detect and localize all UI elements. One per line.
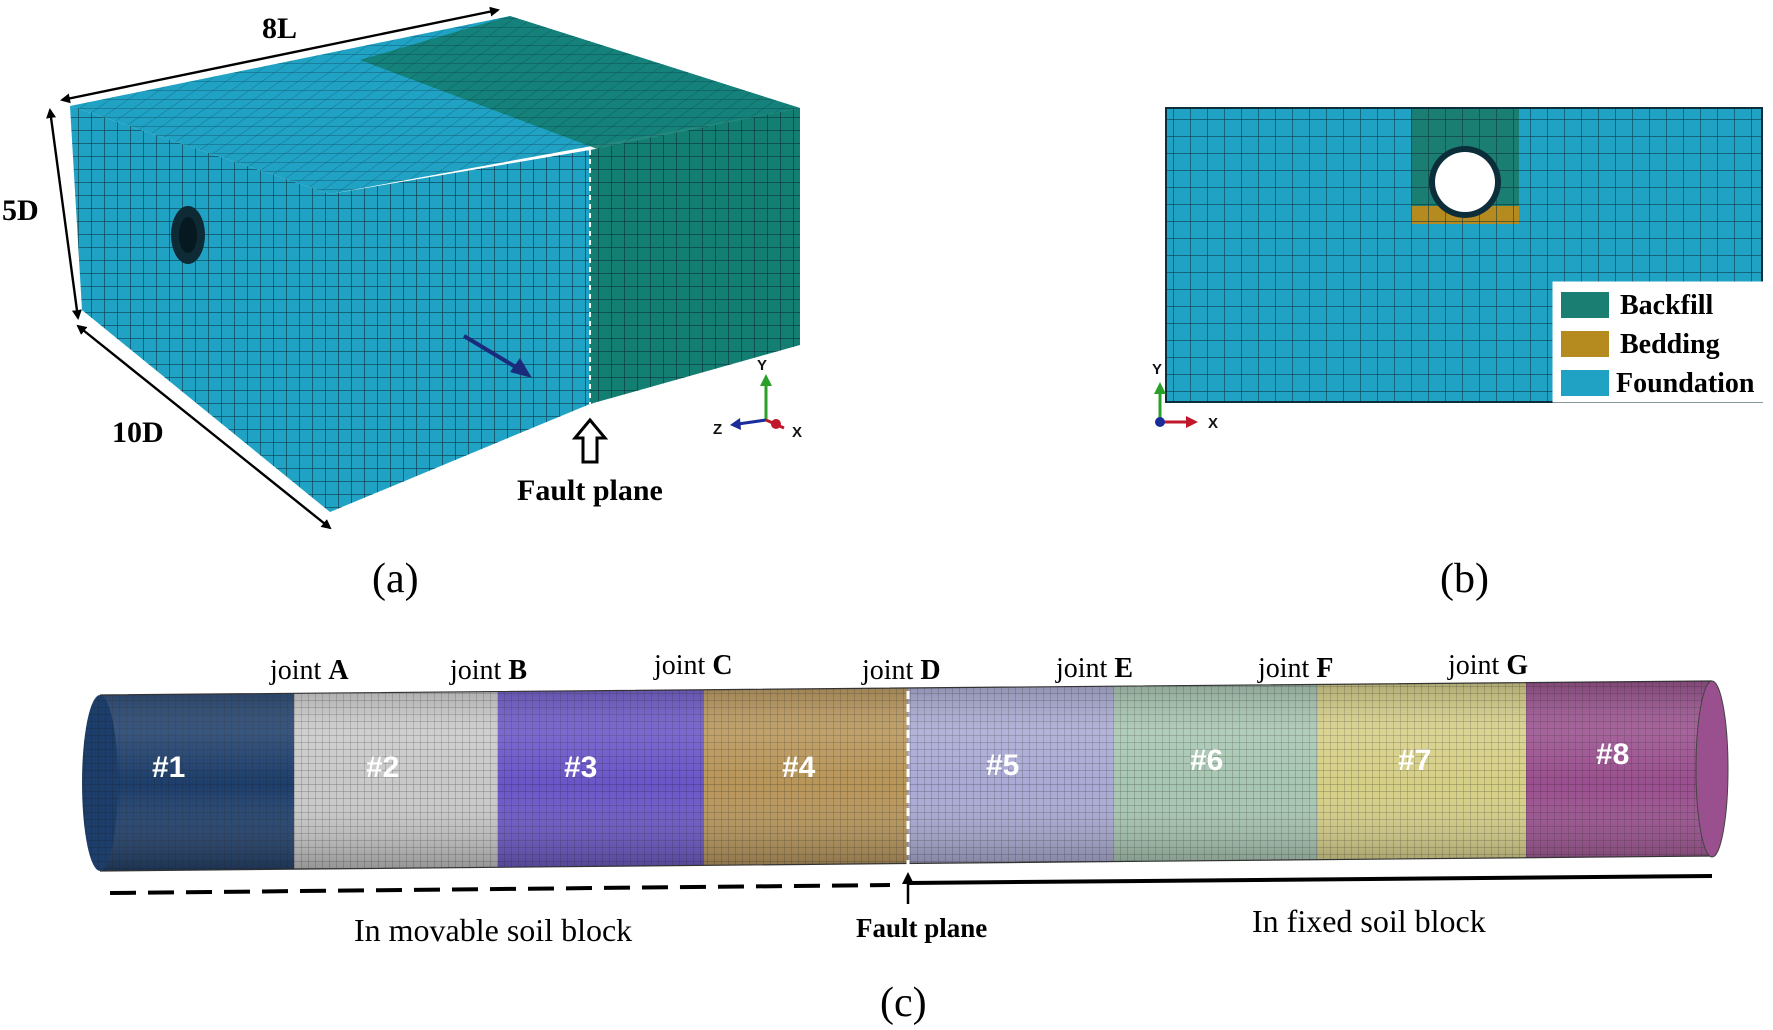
joint-label-e: joint E — [1055, 653, 1133, 684]
axis-a-x: X — [792, 424, 802, 441]
segment-label-4: #4 — [782, 751, 816, 784]
svg-text:joint G: joint G — [1447, 650, 1528, 681]
svg-text:joint E: joint E — [1055, 653, 1133, 684]
panel-a: 8L 5D 10D Fault plane Y Z X (a) — [2, 6, 802, 602]
movable-block-line — [109, 883, 891, 895]
dim-8l-line — [60, 6, 500, 104]
legend: Backfill Bedding Foundation — [1552, 281, 1770, 403]
axis-a-y: Y — [757, 357, 767, 374]
dim-5d-line — [46, 108, 82, 320]
segment-label-2: #2 — [366, 751, 399, 784]
joint-label-g: joint G — [1447, 650, 1528, 681]
panel-c: #1 #2 #3 #4 #5 #6 #7 #8 joint A joint B … — [82, 650, 1729, 1026]
dim-5d-label: 5D — [2, 194, 39, 227]
axis-a-z: Z — [713, 421, 722, 438]
legend-label-bedding: Bedding — [1620, 329, 1720, 360]
joint-label-d: joint D — [861, 655, 941, 686]
joint-label-f: joint F — [1257, 653, 1333, 684]
svg-text:joint A: joint A — [269, 655, 349, 686]
caption-c: (c) — [880, 980, 927, 1026]
movement-arrow — [462, 334, 526, 374]
fixed-block-line — [907, 874, 1713, 885]
axis-triad-a: Y Z X — [713, 357, 802, 441]
svg-text:joint D: joint D — [861, 655, 941, 686]
legend-swatch-foundation — [1561, 370, 1609, 396]
legend-swatch-bedding — [1561, 331, 1609, 357]
fault-plane-label-c: Fault plane — [856, 913, 987, 943]
fault-plane-marker — [571, 417, 609, 464]
svg-text:joint C: joint C — [653, 650, 733, 681]
svg-text:joint F: joint F — [1257, 653, 1333, 684]
fault-plane-label-a: Fault plane — [517, 474, 663, 507]
segment-label-1: #1 — [152, 751, 185, 784]
axis-triad-b: Y X — [1152, 361, 1218, 432]
dim-10d-line — [76, 324, 332, 530]
axis-b-x: X — [1208, 415, 1218, 432]
dim-10d-label: 10D — [112, 416, 164, 449]
caption-b: (b) — [1440, 556, 1489, 602]
joint-label-b: joint B — [449, 655, 527, 686]
pipe-segments — [100, 681, 1712, 871]
block-front-face — [330, 108, 800, 512]
legend-swatch-backfill — [1561, 292, 1609, 318]
segment-label-7: #7 — [1398, 744, 1431, 777]
pipe-right-end — [1695, 680, 1729, 858]
pipe-outline — [99, 680, 1713, 872]
panel-b: Backfill Bedding Foundation Y X (b) — [1152, 107, 1770, 602]
joint-label-a: joint A — [269, 655, 349, 686]
dim-8l-label: 8L — [262, 12, 297, 45]
segment-label-5: #5 — [986, 749, 1019, 782]
segment-label-6: #6 — [1190, 744, 1223, 777]
legend-label-foundation: Foundation — [1616, 368, 1755, 399]
legend-label-backfill: Backfill — [1620, 290, 1714, 321]
axis-b-y: Y — [1152, 361, 1162, 378]
segment-label-3: #3 — [564, 751, 597, 784]
pipe-section — [1435, 152, 1495, 212]
segment-label-8: #8 — [1596, 738, 1629, 771]
joint-label-c: joint C — [653, 650, 733, 681]
fixed-block-label: In fixed soil block — [1252, 903, 1486, 939]
movable-block-label: In movable soil block — [354, 912, 632, 948]
caption-a: (a) — [372, 556, 419, 602]
svg-text:joint B: joint B — [449, 655, 527, 686]
